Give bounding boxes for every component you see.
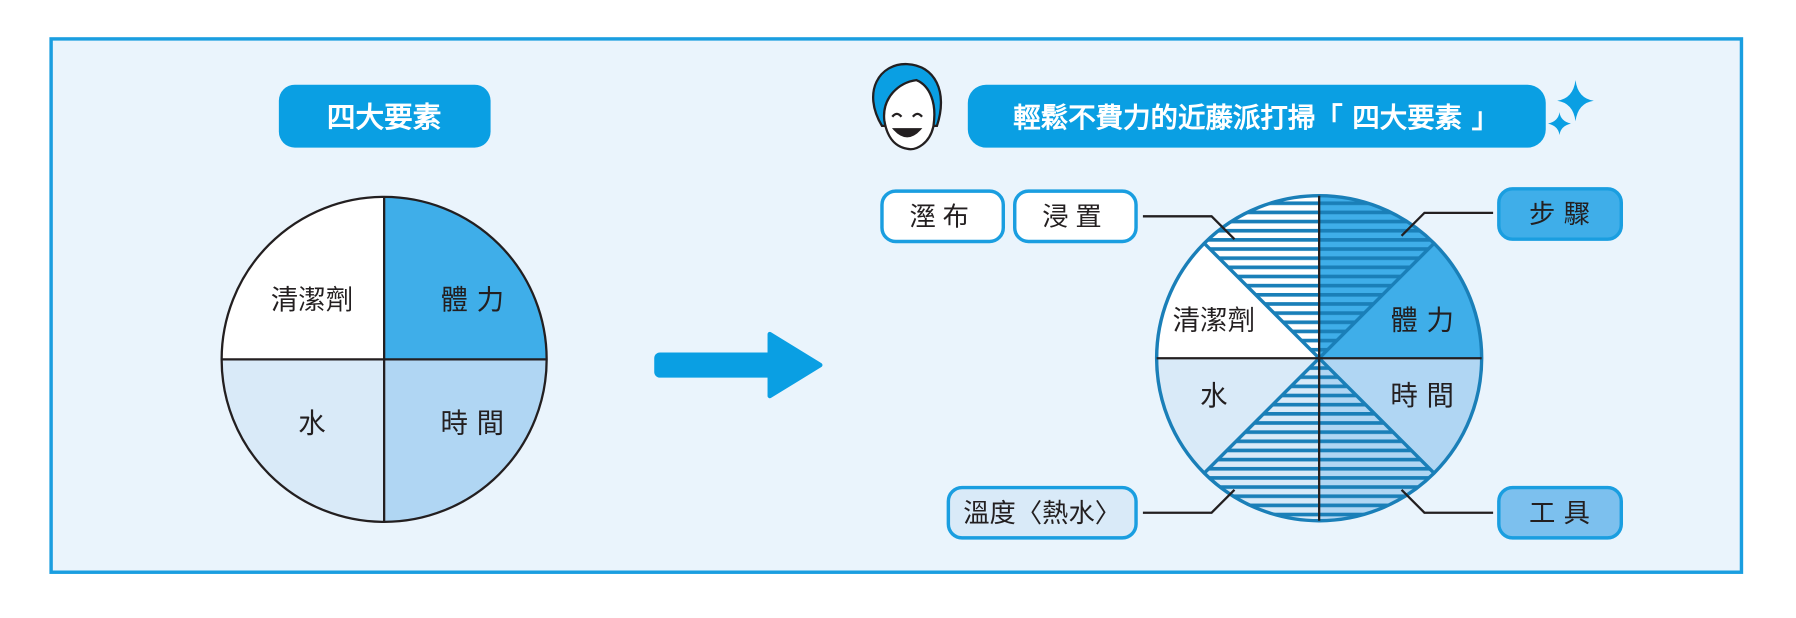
- left-title-pill: 四大要素: [278, 84, 491, 148]
- callout-wet-cloth: 溼布: [880, 189, 1006, 244]
- sector-label-time: 時 間: [1390, 381, 1454, 412]
- right-title: 輕鬆不費力的近藤派打掃「 四大要素 」: [1013, 102, 1499, 134]
- quadrant-label-detergent: 清潔劑: [271, 285, 353, 316]
- callout-wet-cloth-label: 溼布: [909, 202, 975, 232]
- sector-label-effort: 體 力: [1390, 306, 1454, 337]
- sparkle-icon: [1548, 80, 1594, 136]
- quadrant-label-effort: 體 力: [440, 285, 504, 316]
- left-title: 四大要素: [327, 100, 441, 134]
- smiling-face-icon: [872, 62, 942, 151]
- quadrant-label-water: 水: [298, 409, 325, 440]
- right-title-pill: 輕鬆不費力的近藤派打掃「 四大要素 」: [967, 84, 1546, 148]
- sector-label-detergent: 清潔劑: [1173, 306, 1255, 337]
- callout-steps-label: 步 驟: [1529, 200, 1590, 230]
- callout-soak: 浸置: [1013, 189, 1138, 244]
- callout-tools: 工 具: [1497, 485, 1624, 540]
- sector-label-water: 水: [1200, 381, 1227, 412]
- callout-steps: 步 驟: [1497, 187, 1624, 241]
- right-arrow-icon: [654, 331, 823, 399]
- callout-temperature-label: 溫度〈熱水〉: [963, 499, 1121, 529]
- callout-temperature: 溫度〈熱水〉: [946, 485, 1138, 540]
- callout-tools-label: 工 具: [1529, 499, 1590, 529]
- callout-soak-label: 浸置: [1042, 202, 1108, 232]
- leader-lines: [1142, 211, 1494, 514]
- left-pie: 清潔劑 體 力 水 時 間: [220, 195, 548, 524]
- quadrant-label-time: 時 間: [440, 409, 504, 440]
- right-pie: 清潔劑 體 力 水 時 間: [1154, 193, 1484, 523]
